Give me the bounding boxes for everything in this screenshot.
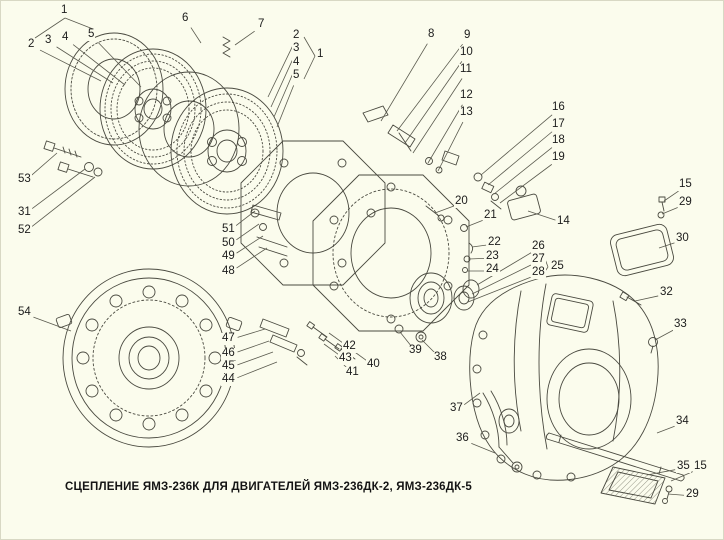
callout-21: 21 [483, 209, 498, 222]
callout-30: 30 [675, 232, 690, 245]
callout-41: 41 [345, 366, 360, 379]
callout-51: 51 [221, 223, 236, 236]
callout-44: 44 [221, 373, 236, 386]
callout-24: 24 [485, 263, 500, 276]
callout-52: 52 [17, 224, 32, 237]
callout-5: 5 [292, 69, 301, 82]
diagram-caption: СЦЕПЛЕНИЕ ЯМЗ-236К ДЛЯ ДВИГАТЕЛЕЙ ЯМЗ-23… [65, 481, 473, 493]
clutch-fork [482, 390, 523, 473]
callout-22: 22 [487, 236, 502, 249]
callout-39: 39 [408, 344, 423, 357]
callout-3: 3 [44, 34, 53, 47]
callout-53: 53 [17, 173, 32, 186]
callout-54: 54 [17, 306, 32, 319]
callout-4: 4 [292, 56, 301, 69]
callout-15: 15 [678, 178, 693, 191]
callout-48: 48 [221, 265, 236, 278]
callout-25: 25 [550, 260, 565, 273]
callout-3: 3 [292, 42, 301, 55]
callout-13: 13 [459, 106, 474, 119]
callout-8: 8 [427, 28, 436, 41]
callout-49: 49 [221, 250, 236, 263]
callout-20: 20 [454, 195, 469, 208]
callout-42: 42 [342, 340, 357, 353]
callout-19: 19 [551, 151, 566, 164]
callout-43: 43 [338, 352, 353, 365]
callout-29: 29 [685, 488, 700, 501]
callout-15: 15 [693, 460, 708, 473]
callout-1: 1 [316, 48, 325, 61]
callout-23: 23 [485, 250, 500, 263]
callout-9: 9 [463, 29, 472, 42]
callout-18: 18 [551, 134, 566, 147]
callout-50: 50 [221, 237, 236, 250]
callout-27: 27 [531, 253, 546, 266]
cover-plate-hatched [600, 466, 673, 505]
callout-28: 28 [531, 266, 546, 279]
callout-36: 36 [455, 432, 470, 445]
spring [222, 36, 231, 58]
callout-45: 45 [221, 360, 236, 373]
callout-40: 40 [366, 358, 381, 371]
clutch-disc-stack [64, 32, 284, 215]
callout-34: 34 [675, 415, 690, 428]
release-bearing [409, 272, 453, 324]
callout-35: 35 [676, 460, 691, 473]
callout-33: 33 [673, 318, 688, 331]
callout-38: 38 [433, 351, 448, 364]
callout-6: 6 [181, 12, 190, 25]
callout-5: 5 [87, 28, 96, 41]
callout-2: 2 [292, 29, 301, 42]
callout-1: 1 [60, 4, 69, 17]
callout-47: 47 [221, 332, 236, 345]
lever-links-lower [259, 318, 308, 366]
callout-10: 10 [459, 46, 474, 59]
callout-46: 46 [221, 347, 236, 360]
callout-37: 37 [449, 402, 464, 415]
callout-17: 17 [551, 118, 566, 131]
callout-26: 26 [531, 240, 546, 253]
callout-29: 29 [678, 196, 693, 209]
clutch-pressure-plate-stamped [312, 174, 470, 332]
callout-32: 32 [659, 286, 674, 299]
callout-7: 7 [257, 18, 266, 31]
callout-4: 4 [61, 31, 70, 44]
callout-14: 14 [556, 215, 571, 228]
callout-16: 16 [551, 101, 566, 114]
callout-31: 31 [17, 206, 32, 219]
callout-11: 11 [459, 63, 473, 76]
callout-12: 12 [459, 89, 474, 102]
callout-2: 2 [27, 38, 36, 51]
